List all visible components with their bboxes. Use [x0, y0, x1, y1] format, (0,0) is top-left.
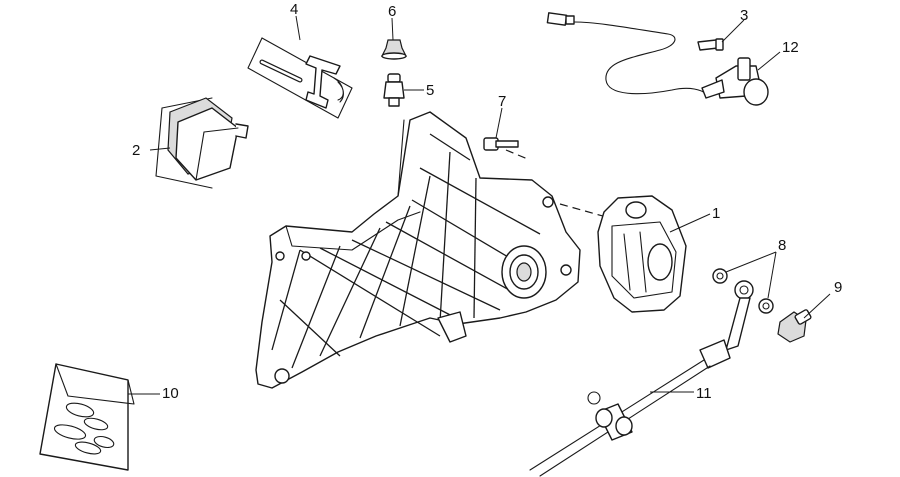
callout-4: 4 — [290, 1, 298, 18]
leader-lines — [128, 15, 831, 395]
callout-12: 12 — [782, 39, 799, 56]
callout-6: 6 — [388, 3, 396, 20]
pad-pin-spring-kit — [247, 37, 353, 119]
callout-11: 11 — [696, 385, 712, 402]
callout-8: 8 — [778, 237, 786, 254]
callout-1: 1 — [712, 205, 720, 222]
callout-3: 3 — [740, 7, 748, 24]
callout-10: 10 — [162, 385, 179, 402]
callout-labels: 1 2 3 4 5 6 7 8 9 10 11 12 — [132, 1, 842, 402]
brake-caliper — [597, 195, 687, 313]
callout-5: 5 — [426, 82, 434, 99]
caliper-carrier-bracket — [255, 111, 581, 389]
speed-sensor-assembly — [546, 12, 769, 106]
union-bolt — [777, 309, 812, 343]
brake-pads — [155, 97, 249, 189]
brake-hose — [529, 280, 754, 477]
sealing-washers — [712, 268, 774, 314]
callout-2: 2 — [132, 142, 140, 159]
seal-kit-bag — [39, 363, 135, 471]
bleed-cap — [381, 39, 407, 60]
bleed-valve — [383, 73, 405, 107]
caliper-bolt — [483, 137, 519, 151]
callout-7: 7 — [498, 93, 506, 110]
callout-9: 9 — [834, 279, 842, 296]
